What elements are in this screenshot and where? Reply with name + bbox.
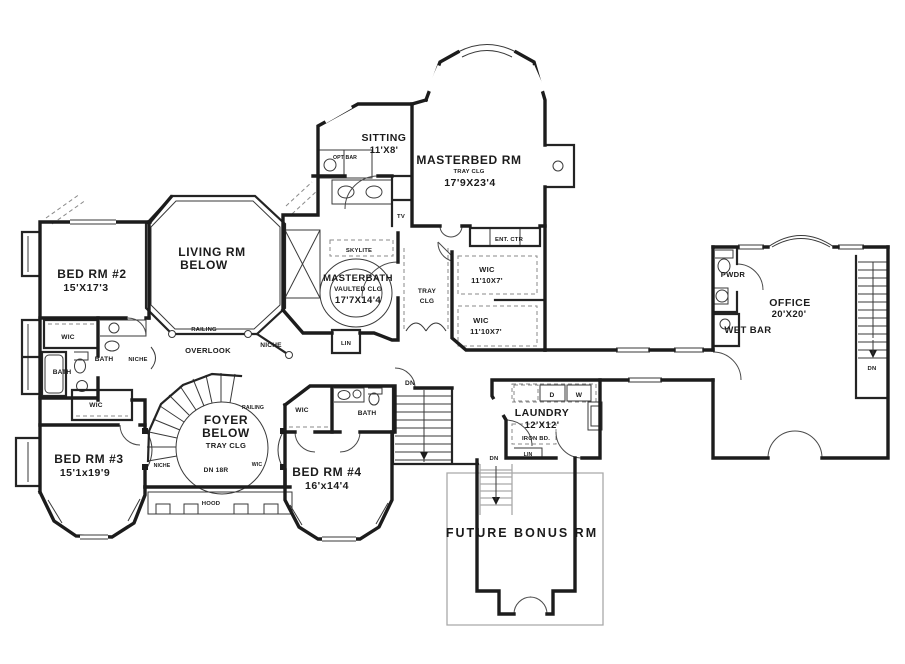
- arrow-stems: [495, 340, 874, 500]
- room-label-foyer-ceiling: TRAY CLG: [206, 441, 246, 450]
- annotation-tv: TV: [397, 214, 405, 220]
- room-label-bed3-size: 15'1x19'9: [60, 467, 110, 479]
- window-glass: [70, 219, 864, 542]
- room-label-masterbed-ceiling: TRAY CLG: [453, 169, 484, 175]
- room-label-living-below: BELOW: [180, 258, 228, 272]
- annotation-clg: CLG: [420, 298, 435, 305]
- room-label-laundry-size: 12'X12': [525, 420, 560, 431]
- room-label-bonus-name: FUTURE BONUS RM: [446, 526, 598, 540]
- room-label-masterbath-size: 17'7X14'4: [335, 295, 381, 306]
- window-gaps: [70, 64, 546, 542]
- annotation-dn-main-stair: DN: [405, 380, 415, 387]
- room-label-wic-upper-size: 11'10X7': [471, 276, 503, 285]
- annotation-lin-masterbath: LIN: [341, 341, 351, 347]
- door-arcs: [119, 175, 823, 615]
- annotation-wic-bed4: WIC: [295, 407, 308, 414]
- room-label-office-size: 20'X20': [772, 309, 807, 320]
- annotation-wic-foyer: WIC: [252, 462, 263, 468]
- room-label-wic-upper-name: WIC: [479, 265, 495, 274]
- room-label-bed3-name: BED RM #3: [54, 452, 123, 466]
- room-label-masterbath-ceiling: VAULTED CLG: [334, 286, 382, 293]
- annotation-washer: W: [576, 392, 583, 399]
- annotation-railing-foyer: RAILING: [242, 405, 264, 411]
- room-label-wet-bar: WET BAR: [724, 325, 771, 336]
- annotation-dn-18r: DN 18R: [204, 467, 229, 474]
- room-label-masterbed-size: 17'9X23'4: [444, 177, 496, 189]
- annotation-wic-bed2: WIC: [61, 334, 74, 341]
- room-label-wic-lower-name: WIC: [473, 316, 489, 325]
- room-label-bed4-name: BED RM #4: [292, 465, 361, 479]
- annotation-niche-foyer: NICHE: [154, 463, 171, 469]
- annotation-dryer: D: [550, 392, 555, 399]
- room-label-office-name: OFFICE: [769, 297, 811, 309]
- labels: SITTING 11'X8' OPT BAR MASTERBED RM TRAY…: [53, 132, 877, 540]
- annotation-iron-bd: IRON BD.: [522, 436, 550, 442]
- annotation-dn-office: DN: [868, 366, 877, 372]
- room-label-pwdr: PWDR: [721, 270, 746, 279]
- room-label-sitting-name: SITTING: [362, 132, 407, 144]
- room-label-wic-lower-size: 11'10X7': [470, 327, 502, 336]
- annotation-skylite: SKYLITE: [346, 248, 372, 254]
- light-lines: [446, 464, 604, 626]
- medium-walls: [14, 143, 890, 488]
- room-label-foyer-name: FOYER: [204, 413, 248, 427]
- annotation-dn-bonus: DN: [490, 456, 499, 462]
- room-label-masterbath-name: MASTERBATH: [323, 273, 393, 284]
- annotation-hood: HOOD: [202, 501, 220, 507]
- room-label-bed2-size: 15'X17'3: [63, 282, 108, 294]
- solid-details: [142, 350, 877, 505]
- annotation-wic-bed3: WIC: [89, 402, 102, 409]
- annotation-ent-ctr: ENT. CTR: [495, 237, 524, 243]
- room-label-masterbed-name: MASTERBED RM: [416, 153, 521, 167]
- annotation-opt-bar: OPT BAR: [333, 155, 357, 161]
- annotation-bath-bed2: BATH: [53, 369, 72, 376]
- railing-posts: [168, 330, 293, 359]
- annotation-niche-overlook: NICHE: [260, 342, 282, 349]
- room-label-living-name: LIVING RM: [178, 245, 245, 259]
- room-label-bed2-name: BED RM #2: [57, 267, 126, 281]
- annotation-bath-bed4: BATH: [358, 410, 377, 417]
- room-label-bed4-size: 16'x14'4: [305, 480, 349, 492]
- dashed-lines: [45, 181, 597, 445]
- annotation-railing-overlook: RAILING: [191, 327, 217, 333]
- room-label-sitting-size: 11'X8': [370, 145, 399, 156]
- room-label-laundry-name: LAUNDRY: [515, 407, 569, 419]
- thick-walls: [37, 49, 890, 616]
- annotation-tray: TRAY: [418, 288, 437, 295]
- annotation-bath-hall: BATH: [95, 356, 114, 363]
- annotation-niche-hall: NICHE: [128, 357, 147, 363]
- room-label-foyer-below: BELOW: [202, 426, 250, 440]
- annotation-lin-laundry: LIN: [524, 452, 533, 458]
- annotation-overlook: OVERLOOK: [185, 346, 231, 355]
